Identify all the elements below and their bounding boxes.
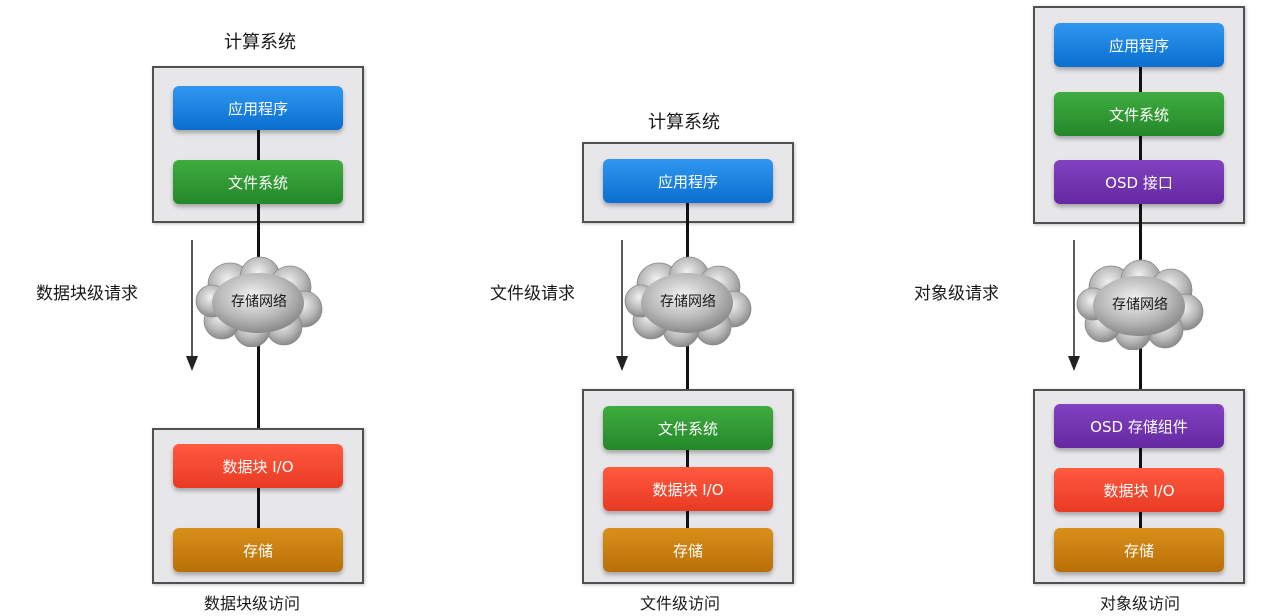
storage-network-cloud-icon: [1076, 259, 1204, 350]
connector-line-inner: [257, 470, 260, 550]
panel-file-level: 计算系统 应用程序 文件级请求: [0, 0, 794, 616]
storage-block: 存储: [173, 528, 343, 572]
request-label: 对象级请求: [914, 284, 999, 304]
block-io-block: 数据块 I/O: [603, 467, 773, 511]
down-arrow-icon: [1068, 240, 1080, 371]
file-system-block: 文件系统: [173, 160, 343, 204]
osd-interface-block: OSD 接口: [1054, 160, 1224, 204]
access-label: 对象级访问: [1100, 594, 1181, 613]
osd-storage-component-block: OSD 存储组件: [1054, 404, 1224, 448]
application-block: 应用程序: [173, 86, 343, 130]
application-block: 应用程序: [1054, 23, 1224, 67]
file-system-block: 文件系统: [603, 406, 773, 450]
storage-block: 存储: [1054, 528, 1224, 572]
down-arrow-icon: [616, 240, 628, 371]
down-arrow-icon: [186, 240, 198, 371]
panel-title: 计算系统: [224, 32, 296, 53]
request-label: 文件级请求: [490, 284, 575, 304]
block-io-block: 数据块 I/O: [1054, 468, 1224, 512]
panel-title: 计算系统: [648, 112, 720, 133]
cloud-label: 存储网络: [231, 294, 287, 310]
storage-network-cloud-icon: [195, 256, 323, 347]
application-block: 应用程序: [603, 159, 773, 203]
cloud-label: 存储网络: [1112, 297, 1168, 313]
access-label: 数据块级访问: [204, 594, 301, 613]
connector-line: [686, 200, 689, 560]
file-system-block: 文件系统: [1054, 92, 1224, 136]
storage-block: 存储: [603, 528, 773, 572]
access-label: 文件级访问: [640, 594, 721, 613]
request-label: 数据块级请求: [36, 284, 138, 304]
cloud-label: 存储网络: [660, 294, 716, 310]
panel-block-level: 计算系统 应用程序 文件系统 数据块级请求: [0, 0, 380, 616]
storage-network-cloud-icon: [624, 256, 752, 347]
block-io-block: 数据块 I/O: [173, 444, 343, 488]
